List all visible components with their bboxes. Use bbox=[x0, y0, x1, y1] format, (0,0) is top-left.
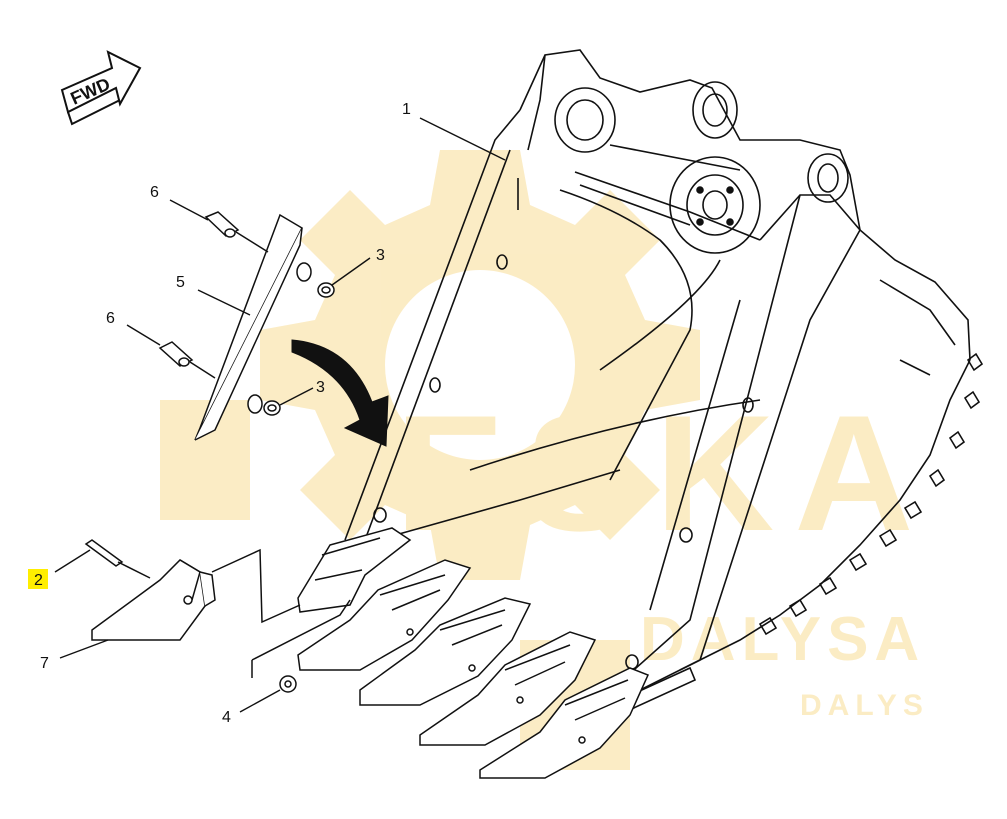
bucket-body bbox=[344, 49, 984, 714]
leader-lines bbox=[54, 117, 506, 713]
tooth-5 bbox=[479, 667, 650, 779]
callout-6-lower: 6 bbox=[106, 310, 115, 327]
nut-lower bbox=[263, 400, 281, 416]
callout-3-upper: 3 bbox=[376, 247, 385, 264]
tooth-pin bbox=[84, 539, 151, 579]
watermark-line2: DALYSA bbox=[640, 605, 925, 674]
callout-1: 1 bbox=[402, 101, 411, 118]
exploded-parts bbox=[84, 211, 351, 693]
callout-3-lower: 3 bbox=[316, 379, 325, 396]
tooth-2 bbox=[297, 559, 472, 671]
watermark-line3: DALYS bbox=[800, 689, 929, 722]
tooth-adapter-1 bbox=[297, 527, 412, 613]
install-arrow-icon bbox=[291, 339, 389, 447]
bolt-lower bbox=[158, 341, 216, 379]
callouts: 1 2 3 3 4 5 6 6 7 bbox=[28, 101, 411, 726]
retainer-ring bbox=[279, 675, 297, 693]
tooth-4 bbox=[419, 631, 597, 746]
fwd-arrow-icon: FWD bbox=[60, 50, 142, 126]
bolt-upper bbox=[204, 211, 269, 253]
watermark-brand: ESKA bbox=[395, 381, 933, 565]
callout-6-upper: 6 bbox=[150, 184, 159, 201]
side-cutter-plate bbox=[194, 213, 312, 441]
callout-5: 5 bbox=[176, 274, 185, 291]
callout-4: 4 bbox=[222, 709, 231, 726]
bucket-teeth bbox=[297, 527, 650, 779]
callout-2: 2 bbox=[34, 572, 43, 589]
callout-7: 7 bbox=[40, 655, 49, 672]
tooth-3 bbox=[359, 597, 532, 706]
callout-2-highlight bbox=[28, 569, 48, 589]
bucket-tooth bbox=[91, 559, 216, 641]
nut-upper bbox=[317, 282, 335, 298]
